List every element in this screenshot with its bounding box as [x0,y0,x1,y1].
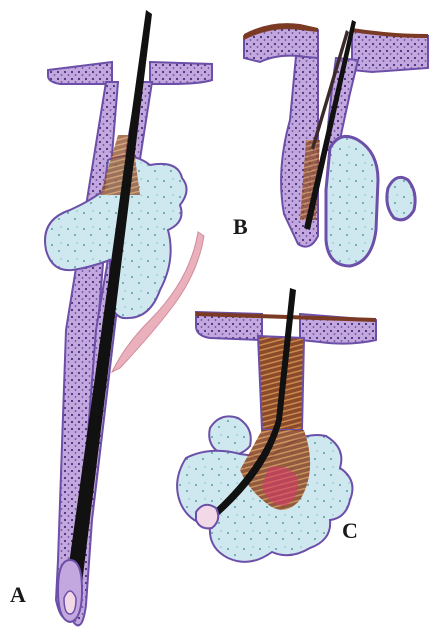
panel-b-diagram [244,20,428,266]
panel-a-label: A [10,584,26,606]
panel-b-label: B [233,216,248,238]
panel-b-small-gland [387,177,415,219]
panel-a-epidermis [48,62,112,84]
panel-c-label: C [342,520,358,542]
panel-c-hair-bulb [196,505,218,529]
panel-a-epidermis-right [150,62,212,84]
panel-c-sebaceous-lobule-top [209,416,251,455]
panel-a-diagram [45,10,212,625]
panel-b-sebaceous-gland [326,136,378,266]
panel-a-dermal-papilla [64,591,76,614]
